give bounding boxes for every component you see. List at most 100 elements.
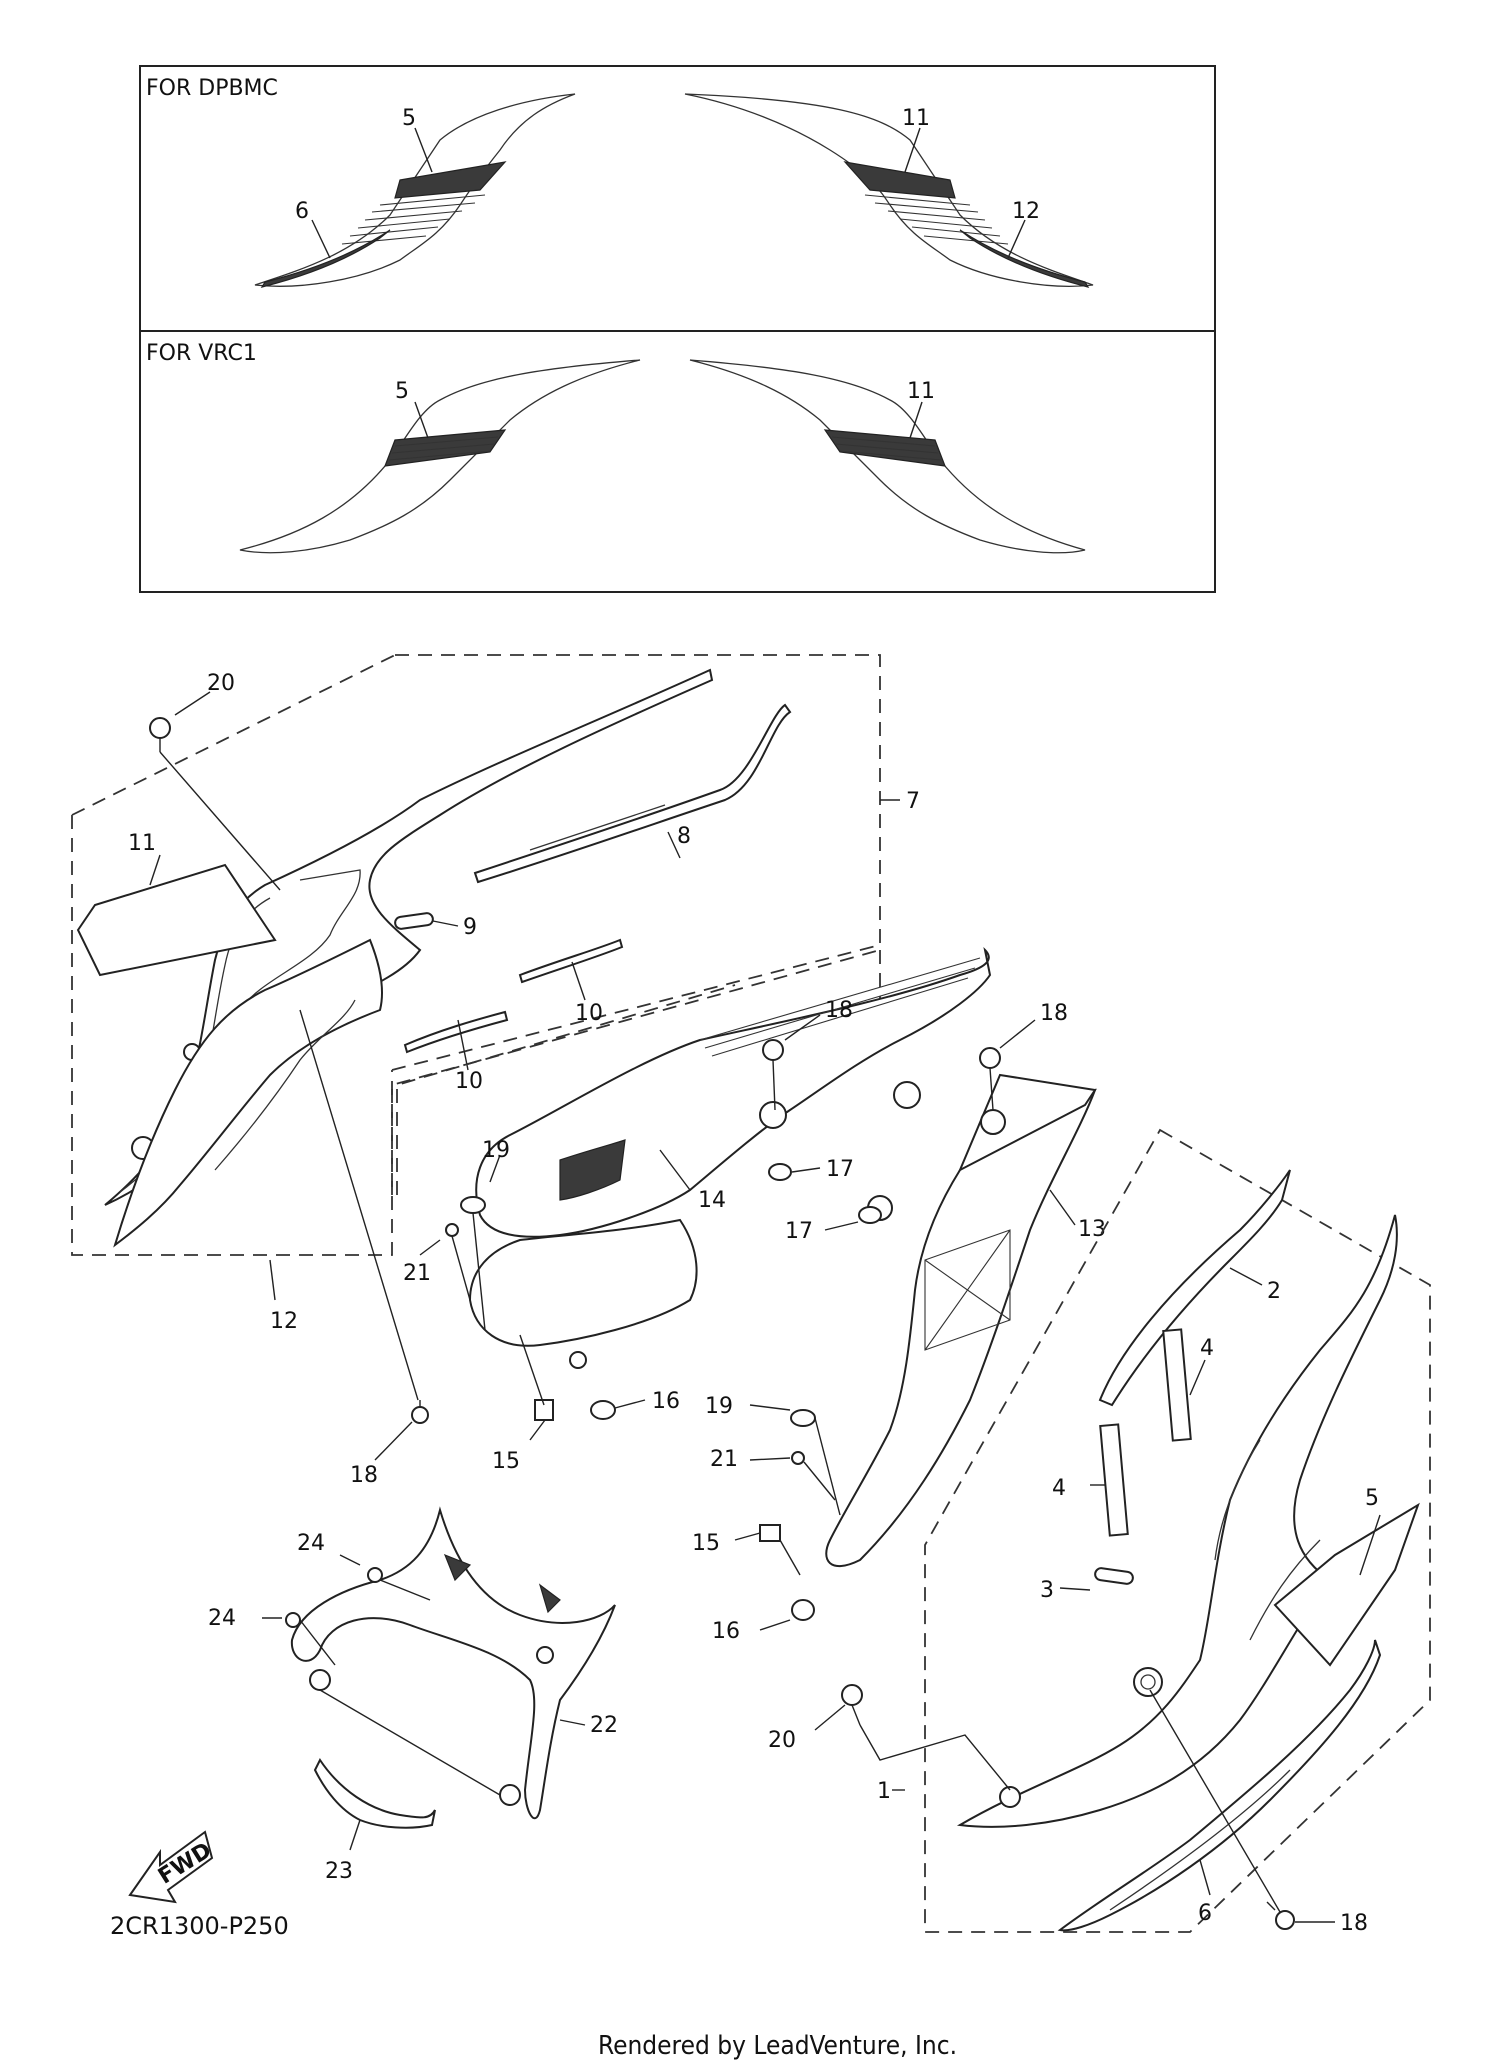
callout-5: 5 bbox=[402, 106, 416, 131]
variant-box-frame bbox=[139, 65, 1216, 593]
callout-21: 21 bbox=[710, 1447, 738, 1472]
inner-panel-14-lower bbox=[468, 1218, 698, 1347]
render-credit: Rendered by LeadVenture, Inc. bbox=[598, 2031, 957, 2061]
decal-12-shape bbox=[959, 229, 1090, 288]
screw-20 bbox=[149, 717, 171, 752]
bracket-lattice bbox=[924, 1229, 1011, 1351]
callout-23: 23 bbox=[325, 1859, 353, 1884]
callout-14: 14 bbox=[698, 1188, 726, 1213]
left-side-cover-assembly: 7 bbox=[71, 654, 920, 1488]
callout-18: 18 bbox=[350, 1463, 378, 1488]
nut-17 bbox=[768, 1163, 792, 1181]
callout-15: 15 bbox=[692, 1531, 720, 1556]
diagram-code: 2CR1300-P250 bbox=[110, 1912, 289, 1940]
lower-cover-12 bbox=[113, 938, 383, 1248]
screw-18 bbox=[411, 1400, 429, 1424]
screw-20 bbox=[841, 1684, 863, 1726]
callout-13: 13 bbox=[1078, 1217, 1106, 1242]
callout-5: 5 bbox=[395, 379, 409, 404]
clip-19 bbox=[790, 1409, 816, 1427]
box1-left-cover: 5 6 bbox=[254, 93, 576, 288]
callout-15: 15 bbox=[492, 1449, 520, 1474]
trim-strip-4 bbox=[1099, 1423, 1129, 1537]
nut-15 bbox=[759, 1524, 781, 1542]
decal-11-shape bbox=[843, 161, 956, 199]
callout-8: 8 bbox=[677, 824, 691, 849]
clip-9 bbox=[394, 912, 434, 930]
callout-10: 10 bbox=[575, 1001, 603, 1026]
callout-11: 11 bbox=[907, 379, 935, 404]
trim-strip-8 bbox=[473, 703, 792, 884]
side-cover-right bbox=[956, 1214, 1398, 1828]
callout-4: 4 bbox=[1200, 1336, 1214, 1361]
callout-2: 2 bbox=[1267, 1279, 1281, 1304]
clip-19 bbox=[460, 1196, 486, 1214]
callout-20: 20 bbox=[207, 671, 235, 696]
callout-20: 20 bbox=[768, 1728, 796, 1753]
center-inner-panel-assembly: 19 21 15 16 18 18 17 17 14 13 19 21 15 1… bbox=[208, 946, 1106, 1884]
callout-21: 21 bbox=[403, 1261, 431, 1286]
trim-strip-2 bbox=[1098, 1169, 1291, 1407]
callout-6: 6 bbox=[295, 199, 309, 224]
callout-10: 10 bbox=[455, 1069, 483, 1094]
trim-strip-10 bbox=[518, 938, 624, 984]
screw-18 bbox=[1266, 1901, 1295, 1930]
inner-bracket-13 bbox=[825, 1088, 1097, 1567]
fwd-arrow-icon bbox=[128, 1830, 214, 1904]
nut-16 bbox=[791, 1599, 815, 1621]
callout-12: 12 bbox=[270, 1309, 298, 1334]
screw-18 bbox=[979, 1047, 1001, 1069]
callout-1: 1 bbox=[877, 1779, 891, 1804]
grommet bbox=[1133, 1667, 1163, 1697]
callout-17: 17 bbox=[785, 1219, 813, 1244]
nut-16 bbox=[590, 1400, 616, 1420]
callout-22: 22 bbox=[590, 1713, 618, 1738]
seal-23 bbox=[313, 1758, 436, 1829]
callout-7: 7 bbox=[906, 789, 920, 814]
decal-5-shape bbox=[394, 161, 507, 199]
box1-right-cover: 11 12 bbox=[684, 93, 1094, 288]
callout-12: 12 bbox=[1012, 199, 1040, 224]
callout-24: 24 bbox=[208, 1606, 236, 1631]
right-assembly-boundary bbox=[924, 1128, 1431, 1933]
callout-16: 16 bbox=[712, 1619, 740, 1644]
callout-3: 3 bbox=[1040, 1578, 1054, 1603]
box2-left-cover: 5 bbox=[239, 359, 641, 554]
right-side-cover-assembly: 2 4 4 5 3 20 1 6 18 bbox=[768, 1128, 1431, 1936]
callout-11: 11 bbox=[128, 831, 156, 856]
screw-24 bbox=[285, 1612, 301, 1628]
screw-21 bbox=[791, 1451, 805, 1465]
box2-right-cover: 11 bbox=[689, 359, 1086, 554]
screw-18 bbox=[762, 1039, 784, 1061]
nut-17 bbox=[858, 1206, 882, 1224]
decal-variant-boxes: FOR DPBMC FOR VRC1 5 6 11 12 bbox=[139, 65, 1216, 593]
screw-24 bbox=[367, 1567, 383, 1583]
callout-18: 18 bbox=[1040, 1001, 1068, 1026]
callout-19: 19 bbox=[705, 1394, 733, 1419]
callout-5: 5 bbox=[1365, 1486, 1379, 1511]
decal-11 bbox=[76, 863, 277, 977]
lower-cover-6 bbox=[1057, 1639, 1382, 1932]
clip-3 bbox=[1094, 1567, 1134, 1585]
decal-6-shape bbox=[260, 229, 391, 288]
box-label-vrc1: FOR VRC1 bbox=[146, 341, 257, 366]
callout-18: 18 bbox=[1340, 1911, 1368, 1936]
panel-opening bbox=[559, 1139, 626, 1201]
callout-24: 24 bbox=[297, 1531, 325, 1556]
lower-bracket-22 bbox=[290, 1506, 616, 1820]
callout-19: 19 bbox=[482, 1138, 510, 1163]
fwd-arrow: FWD bbox=[128, 1830, 216, 1904]
callout-17: 17 bbox=[826, 1157, 854, 1182]
callout-6: 6 bbox=[1198, 1901, 1212, 1926]
trim-strip-4 bbox=[1162, 1328, 1192, 1442]
callout-9: 9 bbox=[463, 915, 477, 940]
box-label-dpbmc: FOR DPBMC bbox=[146, 76, 278, 101]
nut-15 bbox=[534, 1399, 554, 1421]
callout-11: 11 bbox=[902, 106, 930, 131]
decal-5 bbox=[1273, 1502, 1420, 1667]
callout-4: 4 bbox=[1052, 1476, 1066, 1501]
trim-strip-10 bbox=[403, 1010, 509, 1054]
assembly-7-boundary bbox=[71, 654, 881, 1256]
callout-16: 16 bbox=[652, 1389, 680, 1414]
